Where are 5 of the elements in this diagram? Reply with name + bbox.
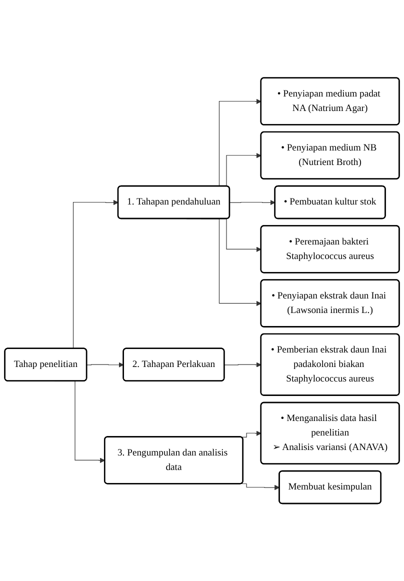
arrow [240, 483, 280, 490]
arrow [240, 430, 262, 438]
arrow [224, 362, 262, 368]
arrow [86, 362, 124, 368]
arrow [229, 200, 276, 206]
